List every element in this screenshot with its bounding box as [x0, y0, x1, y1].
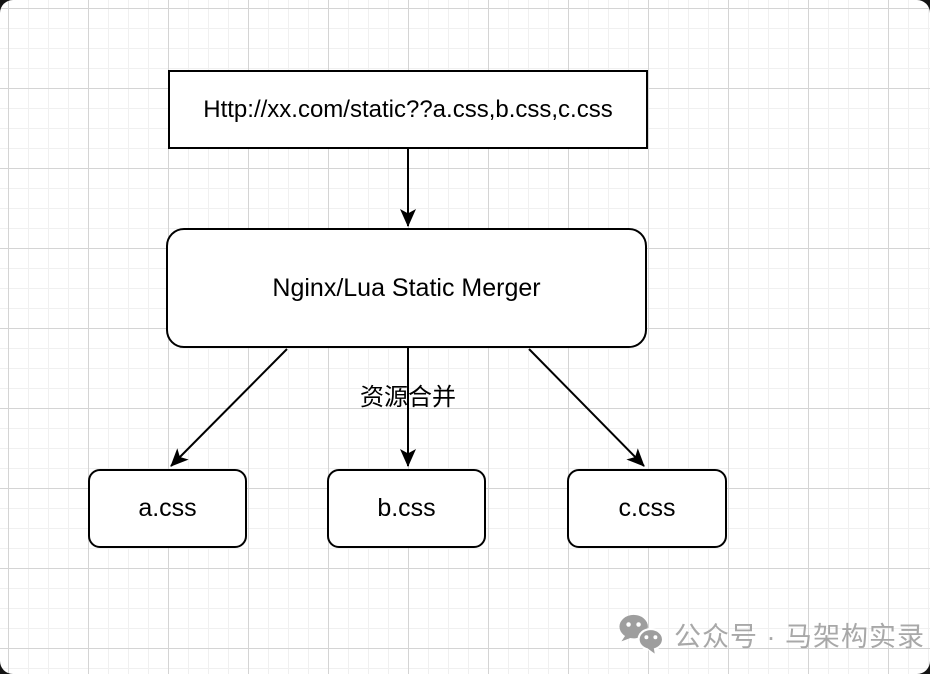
- node-c-css: c.css: [567, 469, 727, 548]
- node-a-css-label: a.css: [138, 494, 197, 522]
- node-nginx-lua-static-merger-label: Nginx/Lua Static Merger: [272, 273, 541, 302]
- node-b-css: b.css: [327, 469, 486, 548]
- arrow-merger-to-c-css: [528, 348, 645, 467]
- watermark: 公众号 · 马架构实录: [618, 614, 925, 654]
- arrow-merger-to-a-css: [170, 348, 288, 467]
- watermark-text: 公众号 · 马架构实录: [674, 621, 925, 652]
- wechat-icon: [619, 614, 665, 654]
- node-nginx-lua-static-merger: Nginx/Lua Static Merger: [166, 228, 647, 348]
- node-a-css: a.css: [88, 469, 247, 548]
- node-b-css-label: b.css: [377, 494, 436, 522]
- node-request-url-label: Http://xx.com/static??a.css,b.css,c.css: [203, 95, 613, 123]
- node-request-url: Http://xx.com/static??a.css,b.css,c.css: [168, 70, 648, 149]
- edge-label-resource-merge: 资源合并: [360, 384, 456, 411]
- node-c-css-label: c.css: [618, 494, 676, 522]
